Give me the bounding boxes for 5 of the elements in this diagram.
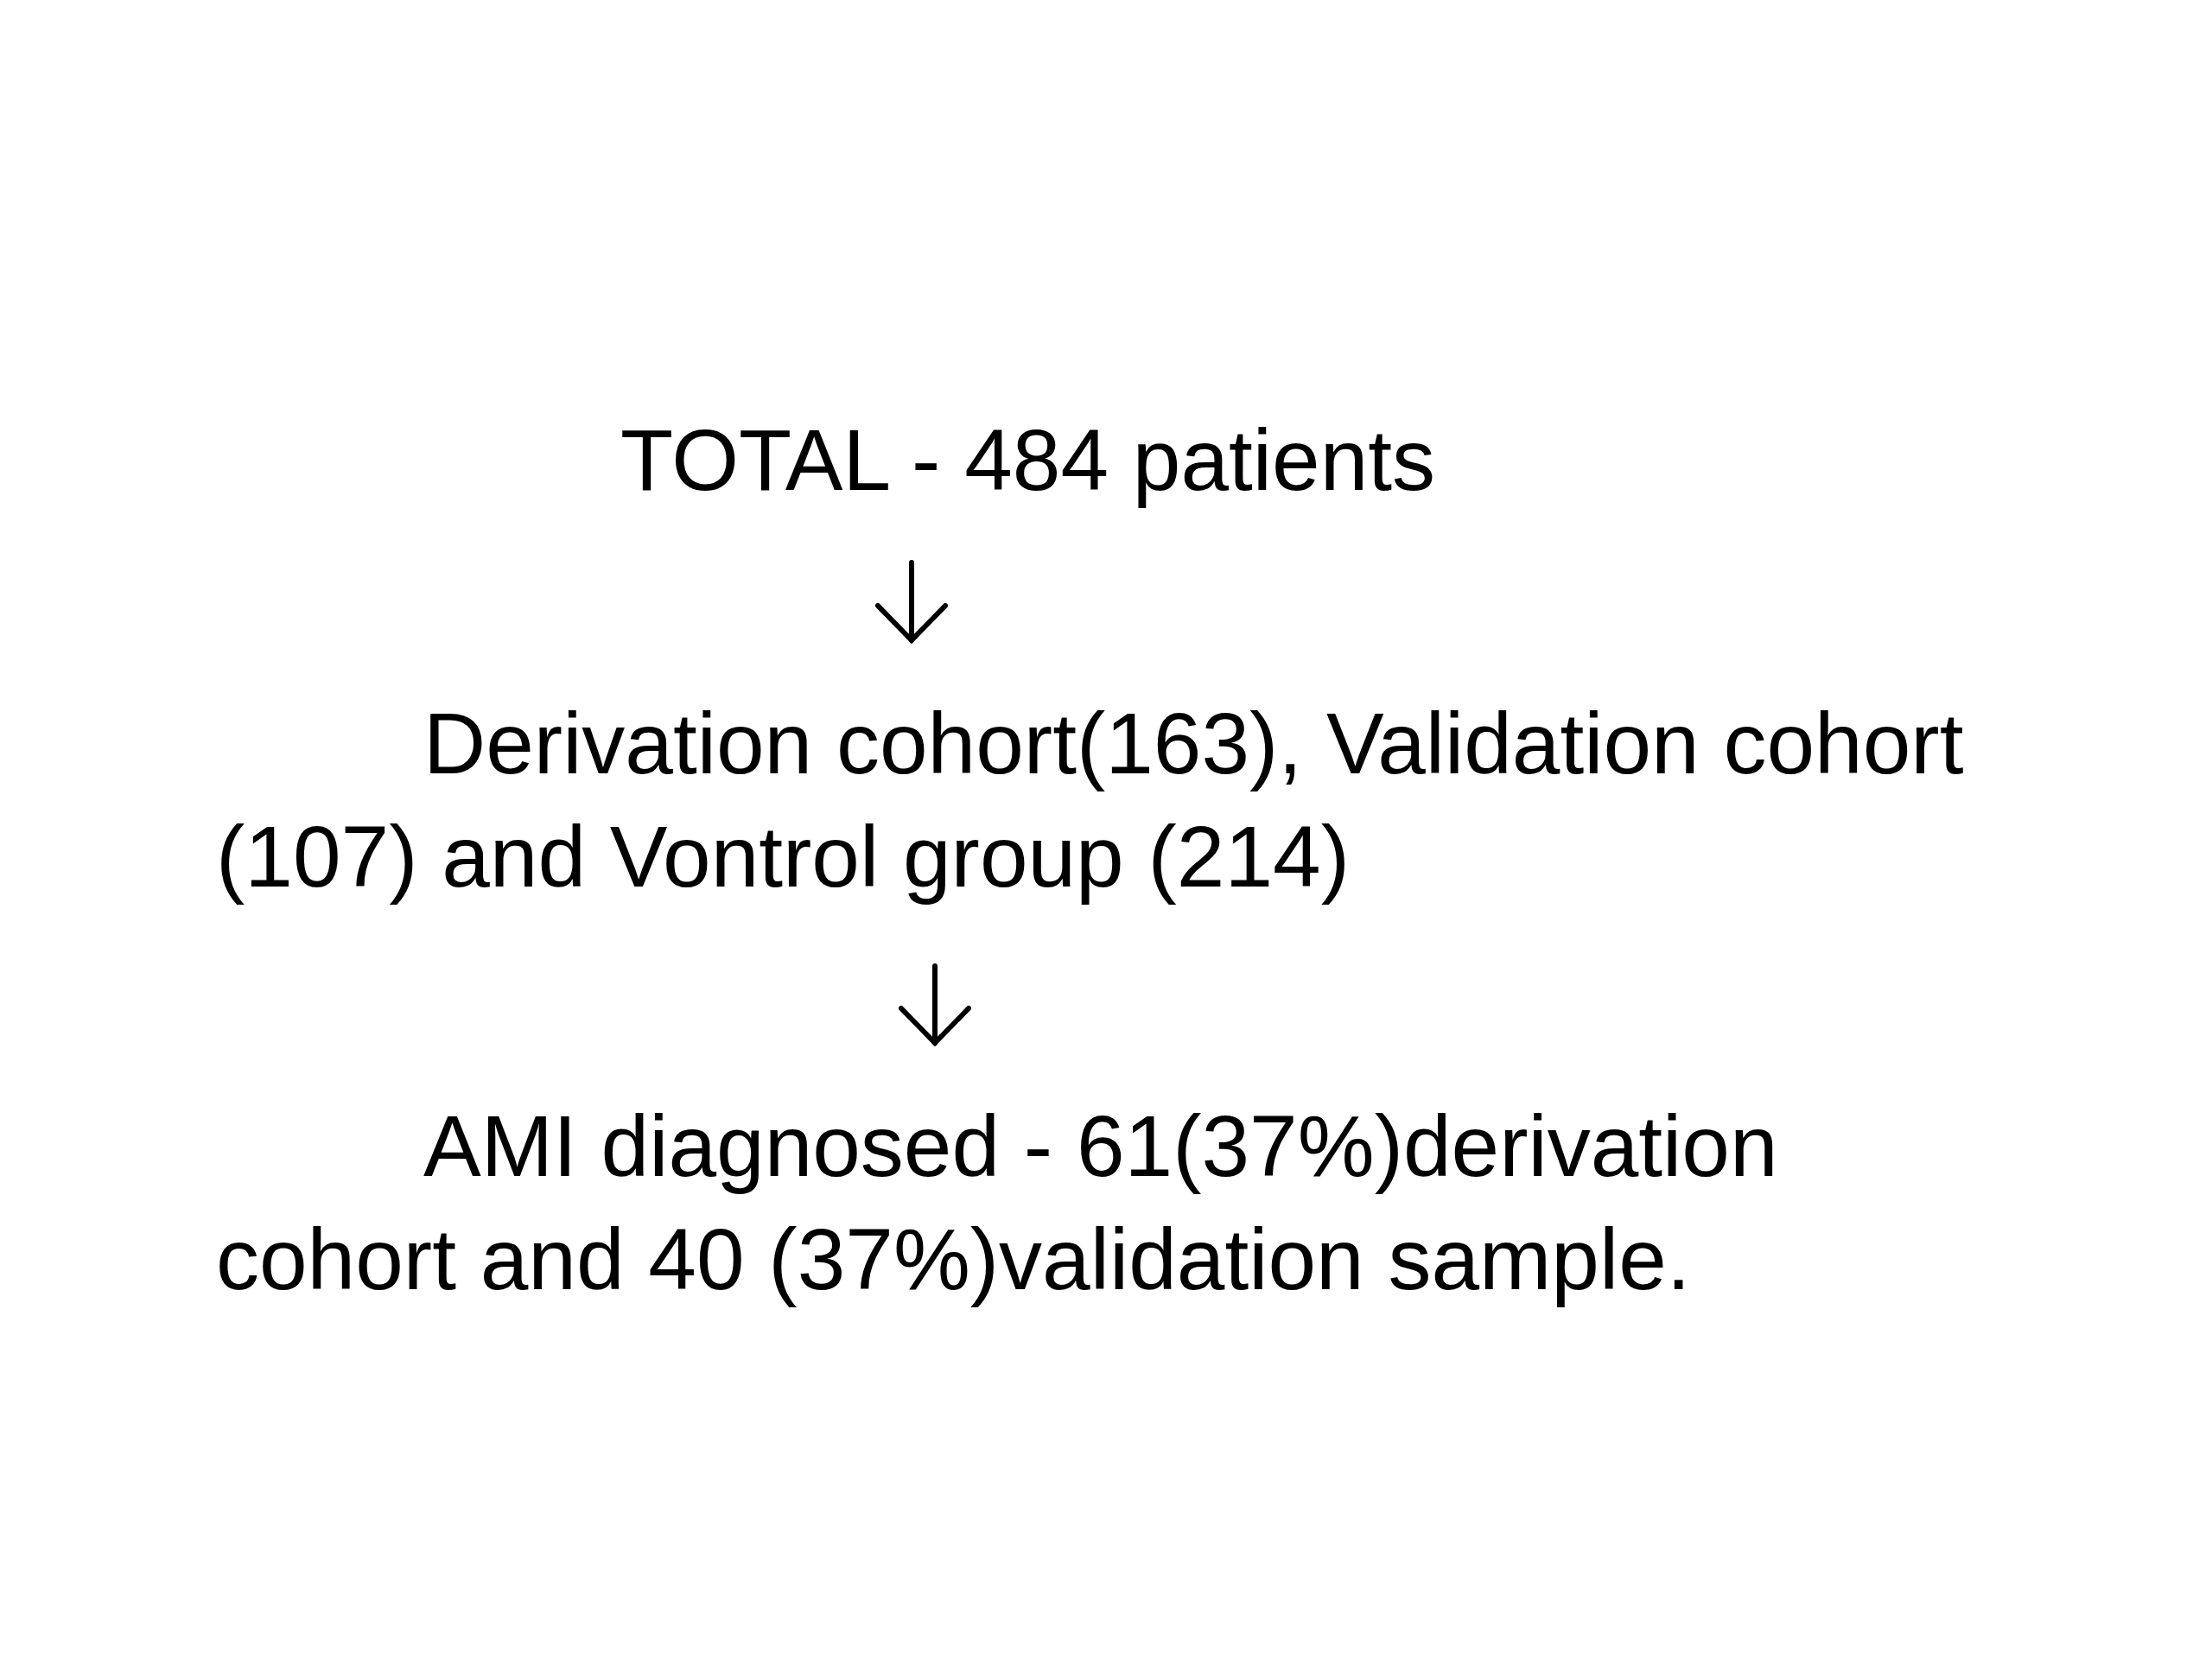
arrow	[899, 963, 971, 1046]
step-text: TOTAL - 484 patients	[620, 404, 1436, 563]
step-text: AMI diagnosed - 61(37%)derivation cohort and 40 (37%)validation sample.	[216, 1043, 1901, 1316]
arrow	[875, 560, 948, 643]
step-text: Derivation cohort(163), Validation cohort (107) and Vontrol group (214)	[216, 640, 2082, 966]
